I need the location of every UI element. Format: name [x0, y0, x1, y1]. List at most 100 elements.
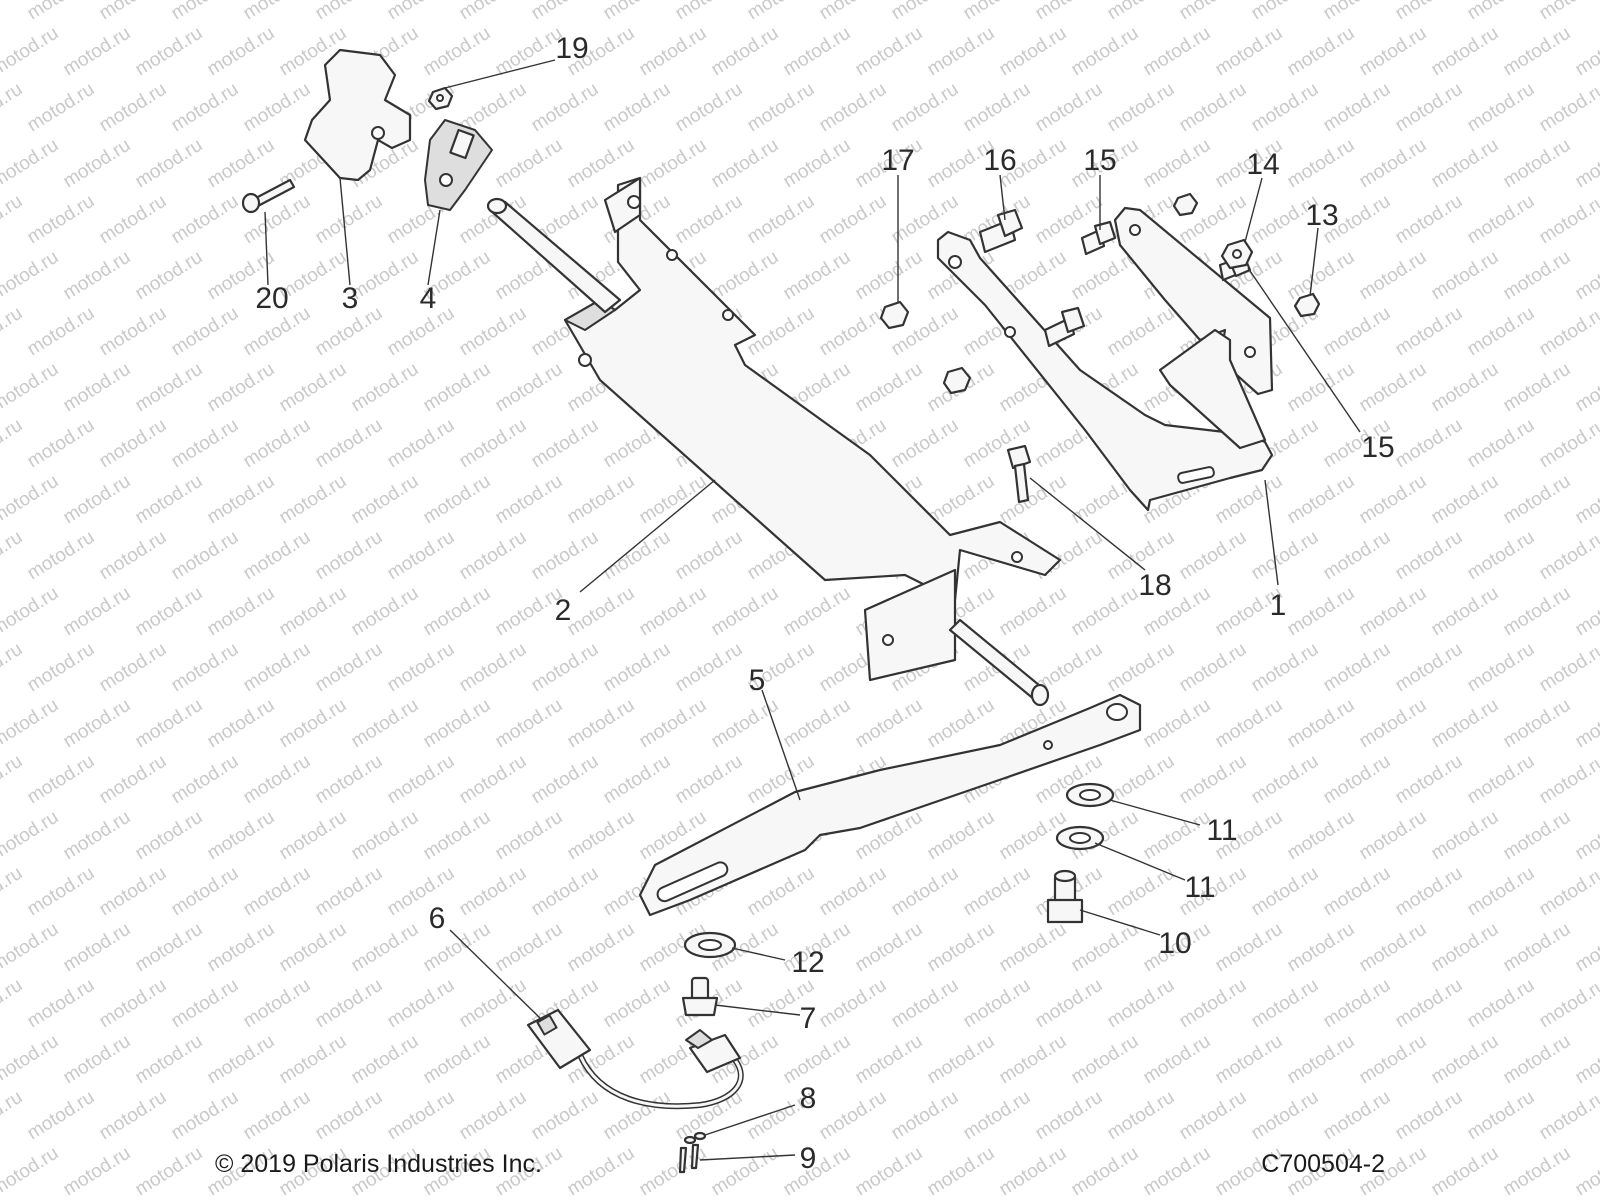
part-15-bolt-upper — [1080, 220, 1117, 256]
part-2-main-bracket — [486, 176, 1062, 707]
watermark-text: motod.ru — [240, 863, 315, 921]
watermark-text: motod.ru — [1428, 1143, 1503, 1200]
watermark-text: motod.ru — [1284, 1031, 1359, 1089]
watermark-text: motod.ru — [0, 303, 26, 361]
watermark-text: motod.ru — [420, 1031, 495, 1089]
watermark-text: motod.ru — [312, 975, 387, 1033]
watermark-text: motod.ru — [0, 975, 26, 1033]
watermark-text: motod.ru — [1104, 0, 1179, 24]
watermark-text: motod.ru — [708, 247, 783, 305]
watermark-text: motod.ru — [96, 79, 171, 137]
callout-13: 13 — [1305, 199, 1338, 232]
watermark-text: motod.ru — [1248, 863, 1323, 921]
watermark-text: motod.ru — [852, 1031, 927, 1089]
watermark-text: motod.ru — [744, 79, 819, 137]
watermark-text: motod.ru — [960, 0, 1035, 24]
watermark-text: motod.ru — [960, 79, 1035, 137]
watermark-text: motod.ru — [24, 0, 99, 24]
watermark-text: motod.ru — [1500, 135, 1575, 193]
watermark-text: motod.ru — [888, 79, 963, 137]
watermark-text: motod.ru — [204, 1031, 279, 1089]
watermark-text: motod.ru — [852, 1143, 927, 1200]
watermark-text: motod.ru — [780, 1031, 855, 1089]
watermark-text: motod.ru — [132, 807, 207, 865]
watermark-text: motod.ru — [1356, 583, 1431, 641]
watermark-text: motod.ru — [168, 191, 243, 249]
watermark-text: motod.ru — [672, 527, 747, 585]
watermark-text: motod.ru — [24, 415, 99, 473]
watermark-text: motod.ru — [1176, 527, 1251, 585]
watermark-text: motod.ru — [240, 751, 315, 809]
watermark-text: motod.ru — [456, 863, 531, 921]
part-4-latch-plate — [424, 119, 493, 211]
watermark-text: motod.ru — [312, 191, 387, 249]
watermark-text: motod.ru — [312, 639, 387, 697]
watermark-text: motod.ru — [600, 751, 675, 809]
watermark-text: motod.ru — [60, 1031, 135, 1089]
watermark-text: motod.ru — [168, 303, 243, 361]
watermark-text: motod.ru — [780, 695, 855, 753]
part-19-nut — [427, 86, 454, 111]
callout-14: 14 — [1246, 148, 1279, 181]
part-6-switch-harness — [526, 1008, 744, 1110]
watermark-text: motod.ru — [1032, 0, 1107, 24]
watermark-text: motod.ru — [24, 975, 99, 1033]
watermark-text: motod.ru — [888, 1087, 963, 1145]
watermark-text: motod.ru — [24, 751, 99, 809]
watermark-text: motod.ru — [1284, 247, 1359, 305]
watermark-text: motod.ru — [1500, 695, 1575, 753]
watermark-text: motod.ru — [1104, 303, 1179, 361]
watermark-text: motod.ru — [0, 1143, 62, 1200]
watermark-text: motod.ru — [1140, 1031, 1215, 1089]
watermark-text: motod.ru — [60, 135, 135, 193]
watermark-text: motod.ru — [852, 919, 927, 977]
watermark-text: motod.ru — [0, 639, 26, 697]
part-14-nut — [1220, 238, 1254, 270]
watermark-text: motod.ru — [852, 247, 927, 305]
watermark-text: motod.ru — [0, 135, 62, 193]
watermark-text: motod.ru — [96, 975, 171, 1033]
watermark-text: motod.ru — [240, 975, 315, 1033]
watermark-text: motod.ru — [816, 975, 891, 1033]
watermark-text: motod.ru — [1572, 583, 1600, 641]
diagram-code: C700504-2 — [1261, 1150, 1385, 1178]
watermark-text: motod.ru — [744, 191, 819, 249]
watermark-text: motod.ru — [780, 135, 855, 193]
watermark-text: motod.ru — [1068, 1031, 1143, 1089]
callout-19: 19 — [555, 32, 588, 65]
watermark-text: motod.ru — [564, 695, 639, 753]
watermark-text: motod.ru — [384, 1087, 459, 1145]
watermark-text: motod.ru — [636, 583, 711, 641]
watermark-text: motod.ru — [996, 583, 1071, 641]
watermark-text: motod.ru — [1500, 583, 1575, 641]
watermark-text: motod.ru — [0, 247, 62, 305]
callout-11-upper: 11 — [1206, 814, 1237, 847]
watermark-text: motod.ru — [600, 975, 675, 1033]
watermark-text: motod.ru — [1392, 191, 1467, 249]
callout-2: 2 — [555, 594, 572, 627]
watermark-text: motod.ru — [240, 0, 315, 24]
watermark-text: motod.ru — [1248, 0, 1323, 24]
watermark-text: motod.ru — [240, 79, 315, 137]
part-3-latch-handle — [303, 48, 412, 182]
watermark-text: motod.ru — [1068, 919, 1143, 977]
watermark-text: motod.ru — [1320, 79, 1395, 137]
watermark-text: motod.ru — [1032, 79, 1107, 137]
watermark-text: motod.ru — [276, 471, 351, 529]
watermark-text: motod.ru — [24, 1087, 99, 1145]
watermark-text: motod.ru — [564, 807, 639, 865]
watermark-text: motod.ru — [132, 23, 207, 81]
watermark-text: motod.ru — [1464, 751, 1539, 809]
watermark-text: motod.ru — [708, 135, 783, 193]
watermark-text: motod.ru — [0, 751, 26, 809]
watermark-text: motod.ru — [60, 695, 135, 753]
watermark-text: motod.ru — [1500, 919, 1575, 977]
watermark-text: motod.ru — [888, 415, 963, 473]
callout-labels: 1 2 3 4 5 6 7 8 9 10 11 11 12 13 14 15 1… — [255, 32, 1394, 1175]
callout-6: 6 — [429, 902, 446, 935]
watermark-text: motod.ru — [1428, 695, 1503, 753]
watermark-text: motod.ru — [600, 0, 675, 24]
watermark-text: motod.ru — [24, 639, 99, 697]
watermark-text: motod.ru — [456, 303, 531, 361]
